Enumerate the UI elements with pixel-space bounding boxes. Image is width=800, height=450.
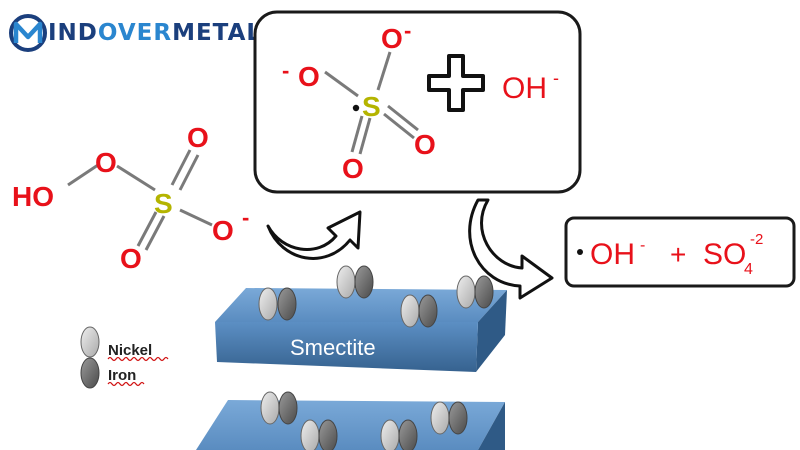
metal-pair bbox=[336, 265, 374, 299]
logo-text: INDOVERMETAL bbox=[48, 19, 263, 46]
oxygen-right: O bbox=[212, 215, 234, 246]
slab-label: Smectite bbox=[290, 335, 376, 360]
metal-pair bbox=[260, 391, 298, 425]
radical-top-charge: - bbox=[404, 18, 411, 43]
legend-iron-swatch bbox=[80, 357, 100, 389]
metal-pairs bbox=[258, 265, 494, 450]
bond-s-o-right-a bbox=[387, 104, 419, 132]
radical-oxygen-bottom: O bbox=[342, 153, 364, 184]
hydroxide-label: OH bbox=[502, 72, 547, 105]
products-hydroxide: OH bbox=[590, 238, 635, 271]
radical-charge: - bbox=[282, 58, 289, 83]
metal-pair bbox=[258, 287, 297, 321]
slab-lower-side-face bbox=[478, 402, 505, 450]
products-hydroxide-charge: - bbox=[640, 237, 645, 254]
persulfate-molecule: HO O S O O O - bbox=[12, 122, 249, 274]
metal-pair bbox=[380, 419, 418, 450]
bond-s-o-bottom-a bbox=[136, 211, 158, 247]
bond-s-o-bottom-a bbox=[350, 115, 364, 153]
logo: INDOVERMETAL bbox=[8, 10, 262, 56]
metal-pair bbox=[300, 419, 338, 450]
spell-squiggle-iron bbox=[107, 381, 145, 387]
slab-side-face bbox=[476, 290, 507, 372]
products-superscript: -2 bbox=[750, 231, 763, 248]
products-dot bbox=[577, 249, 583, 255]
radical-box-frame bbox=[253, 10, 582, 194]
products-box-frame bbox=[564, 216, 796, 288]
charge-minus: - bbox=[242, 205, 249, 230]
metal-pair bbox=[456, 275, 494, 309]
ho-label: HO bbox=[12, 181, 54, 212]
oxygen-bottom: O bbox=[120, 243, 142, 274]
legend-nickel-label: Nickel bbox=[108, 342, 152, 359]
bond-o-s bbox=[116, 164, 156, 192]
radical-dot bbox=[352, 104, 360, 112]
logo-text-part2: OVER bbox=[97, 19, 173, 46]
products-plus: + bbox=[670, 239, 686, 270]
bond-s-o-right-b bbox=[383, 112, 415, 140]
oxygen-top: O bbox=[187, 122, 209, 153]
metal-pair bbox=[430, 401, 468, 435]
products-sulfate: SO bbox=[703, 238, 746, 271]
logo-text-part1: IND bbox=[48, 19, 98, 46]
curved-arrow-right-icon bbox=[266, 210, 362, 260]
bond-s-o-bottom-b bbox=[144, 215, 166, 251]
legend-nickel-swatch bbox=[80, 326, 100, 358]
radical-sulfur: S bbox=[362, 91, 381, 122]
bond-s-o-right bbox=[179, 208, 213, 227]
bond-s-o-top-b bbox=[178, 154, 200, 191]
radical-oxygen-right: O bbox=[414, 129, 436, 160]
bond-s-o-bottom-b bbox=[358, 117, 372, 155]
curved-arrow-down-icon bbox=[468, 198, 554, 300]
bond-o-left-s bbox=[324, 70, 359, 98]
radical-box: - O O - S O O OH - bbox=[253, 10, 582, 194]
spell-squiggle-nickel bbox=[107, 356, 169, 362]
metal-pair bbox=[400, 294, 438, 328]
slab-front-face bbox=[215, 322, 478, 372]
products-subscript: 4 bbox=[744, 261, 753, 278]
hydroxide-charge: - bbox=[553, 68, 559, 88]
oxygen-peroxo: O bbox=[95, 147, 117, 178]
bond-ho-o bbox=[67, 163, 99, 187]
sulfur-atom: S bbox=[154, 188, 173, 219]
bond-s-o-top-a bbox=[170, 149, 192, 186]
radical-oxygen-top: O bbox=[381, 23, 403, 54]
logo-mark-icon bbox=[9, 14, 47, 52]
products-box: OH - + SO 4 -2 bbox=[564, 216, 796, 288]
plus-icon bbox=[427, 54, 485, 112]
legend: Nickel Iron bbox=[80, 326, 169, 389]
logo-text-part3: METAL bbox=[172, 19, 263, 46]
radical-oxygen-left: O bbox=[298, 61, 320, 92]
legend-iron-label: Iron bbox=[108, 367, 136, 384]
bond-s-o-top bbox=[376, 51, 392, 91]
